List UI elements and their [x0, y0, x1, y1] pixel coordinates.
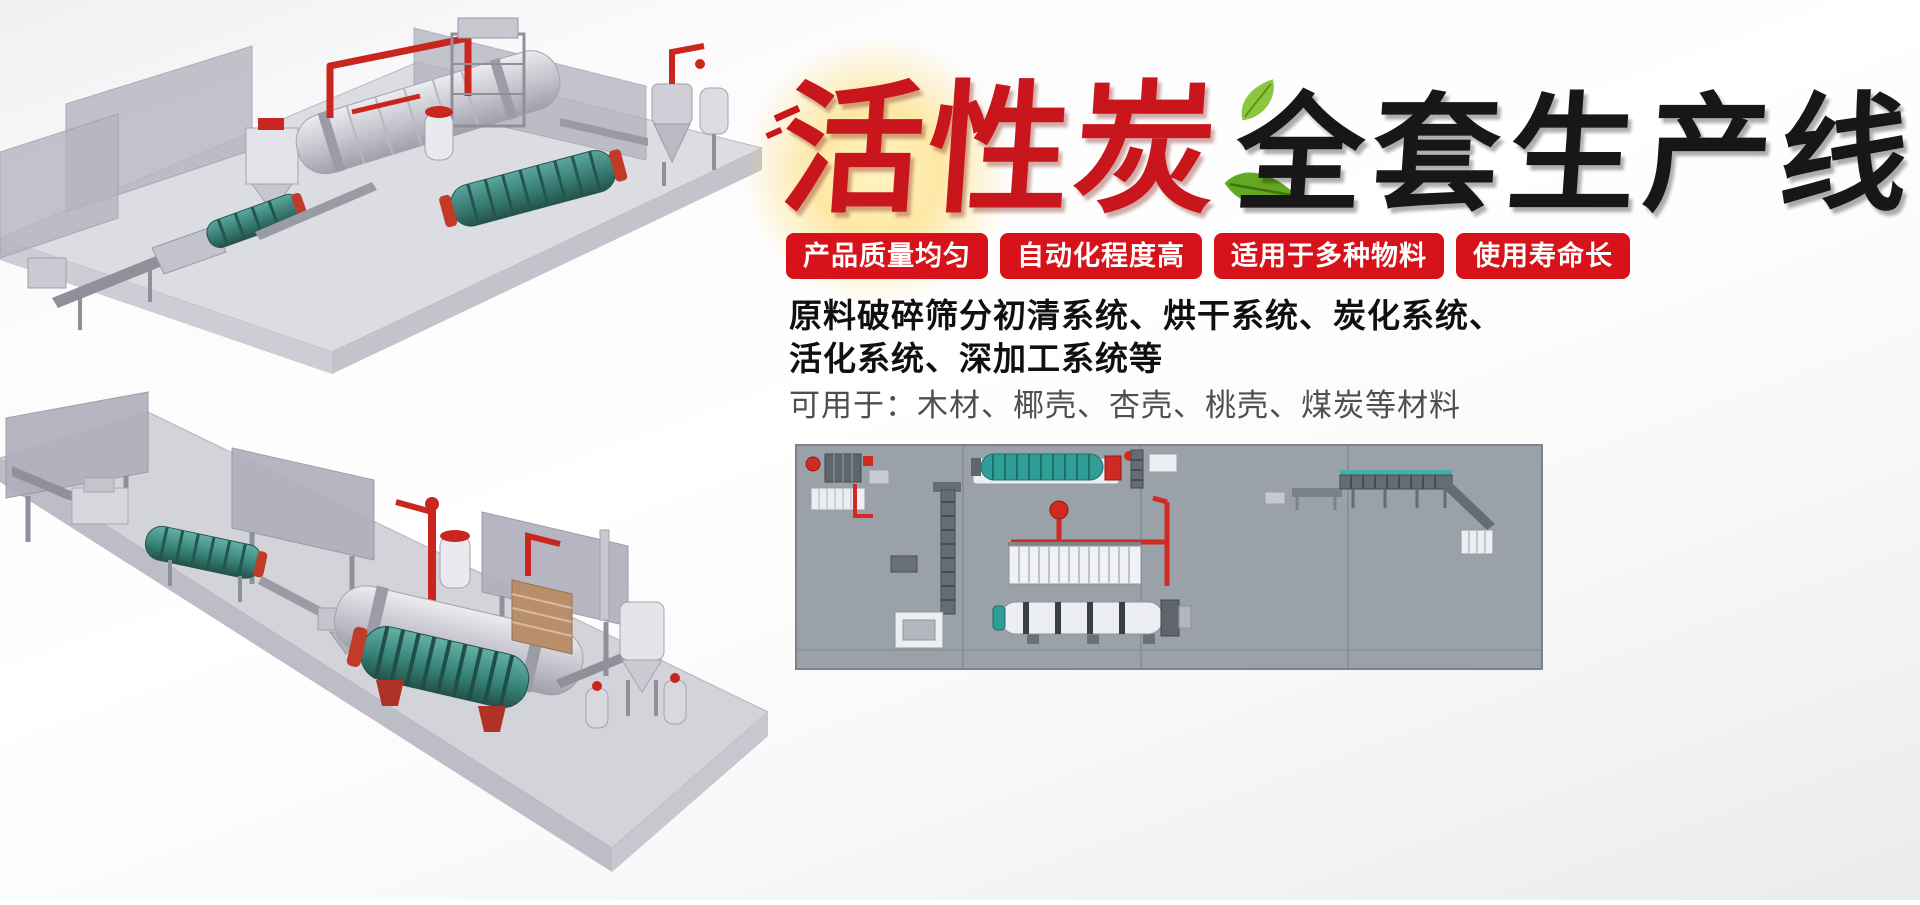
- description-block: 原料破碎筛分初清系统、烘干系统、炭化系统、 活化系统、深加工系统等 可用于：木材…: [789, 294, 1609, 426]
- headline: 活性炭全套生产线: [737, 31, 1920, 311]
- badge-lifespan: 使用寿命长: [1456, 233, 1630, 279]
- production-line-render-bottom: [0, 380, 770, 900]
- headline-black-text: 全套生产线: [1231, 85, 1920, 227]
- badge-product-quality: 产品质量均匀: [786, 233, 988, 279]
- systems-line-1: 原料破碎筛分初清系统、烘干系统、炭化系统、: [789, 297, 1503, 334]
- production-line-top-illustration: [0, 17, 764, 374]
- headline-red-text: 活性炭: [776, 72, 1226, 230]
- production-line-render-top: [0, 0, 770, 380]
- feature-badges: 产品质量均匀 自动化程度高 适用于多种物料 使用寿命长: [786, 233, 1630, 279]
- leaf-icon: [1241, 79, 1274, 121]
- leaf-icon: [1224, 172, 1297, 206]
- production-line-bottom-illustration: [0, 391, 769, 872]
- layout-schematic-panel: [795, 444, 1543, 670]
- badge-materials: 适用于多种物料: [1214, 233, 1444, 279]
- badge-automation: 自动化程度高: [1000, 233, 1202, 279]
- systems-line-2: 活化系统、深加工系统等: [789, 340, 1163, 377]
- layout-schematic-illustration: [795, 444, 1543, 670]
- materials-line: 可用于：木材、椰壳、杏壳、桃壳、煤炭等材料: [789, 388, 1461, 423]
